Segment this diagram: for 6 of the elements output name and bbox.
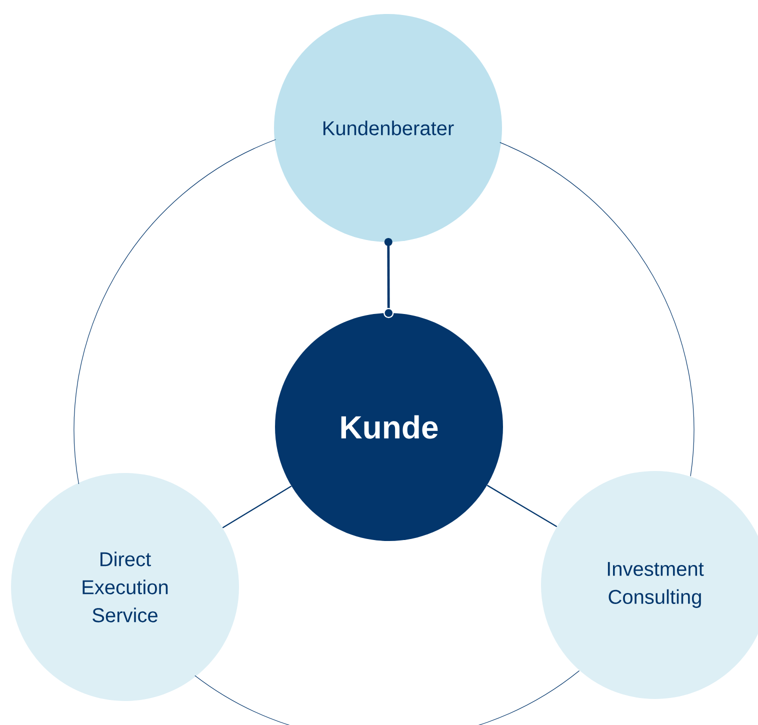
- connector: [486, 484, 558, 528]
- ring-arc: [194, 670, 580, 725]
- ring-arc: [74, 139, 276, 484]
- connector: [222, 486, 292, 528]
- connector: [384, 238, 394, 318]
- ring-arc: [500, 142, 694, 477]
